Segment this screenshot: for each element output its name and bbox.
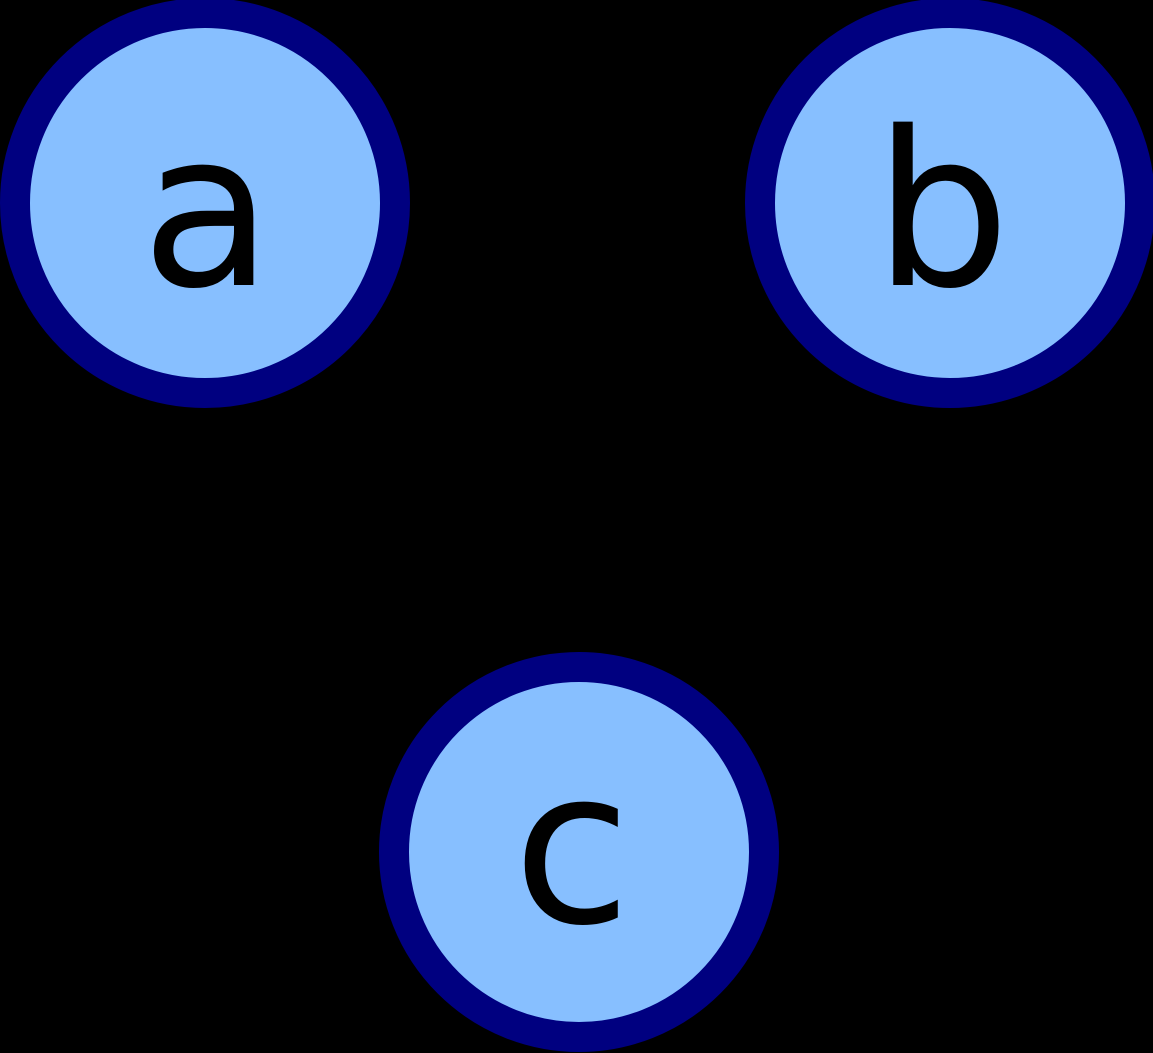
node-label-b: b xyxy=(874,85,1010,336)
node-label-a: a xyxy=(141,85,273,336)
node-circle-b[interactable] xyxy=(745,0,1153,408)
node-circle-a[interactable] xyxy=(0,0,410,408)
node-circle-c[interactable] xyxy=(379,652,779,1052)
graph-node-c[interactable]: c xyxy=(379,652,779,1052)
node-label-c: c xyxy=(513,722,631,973)
graph-node-b[interactable]: b xyxy=(745,0,1153,408)
graph-node-a[interactable]: a xyxy=(0,0,410,408)
